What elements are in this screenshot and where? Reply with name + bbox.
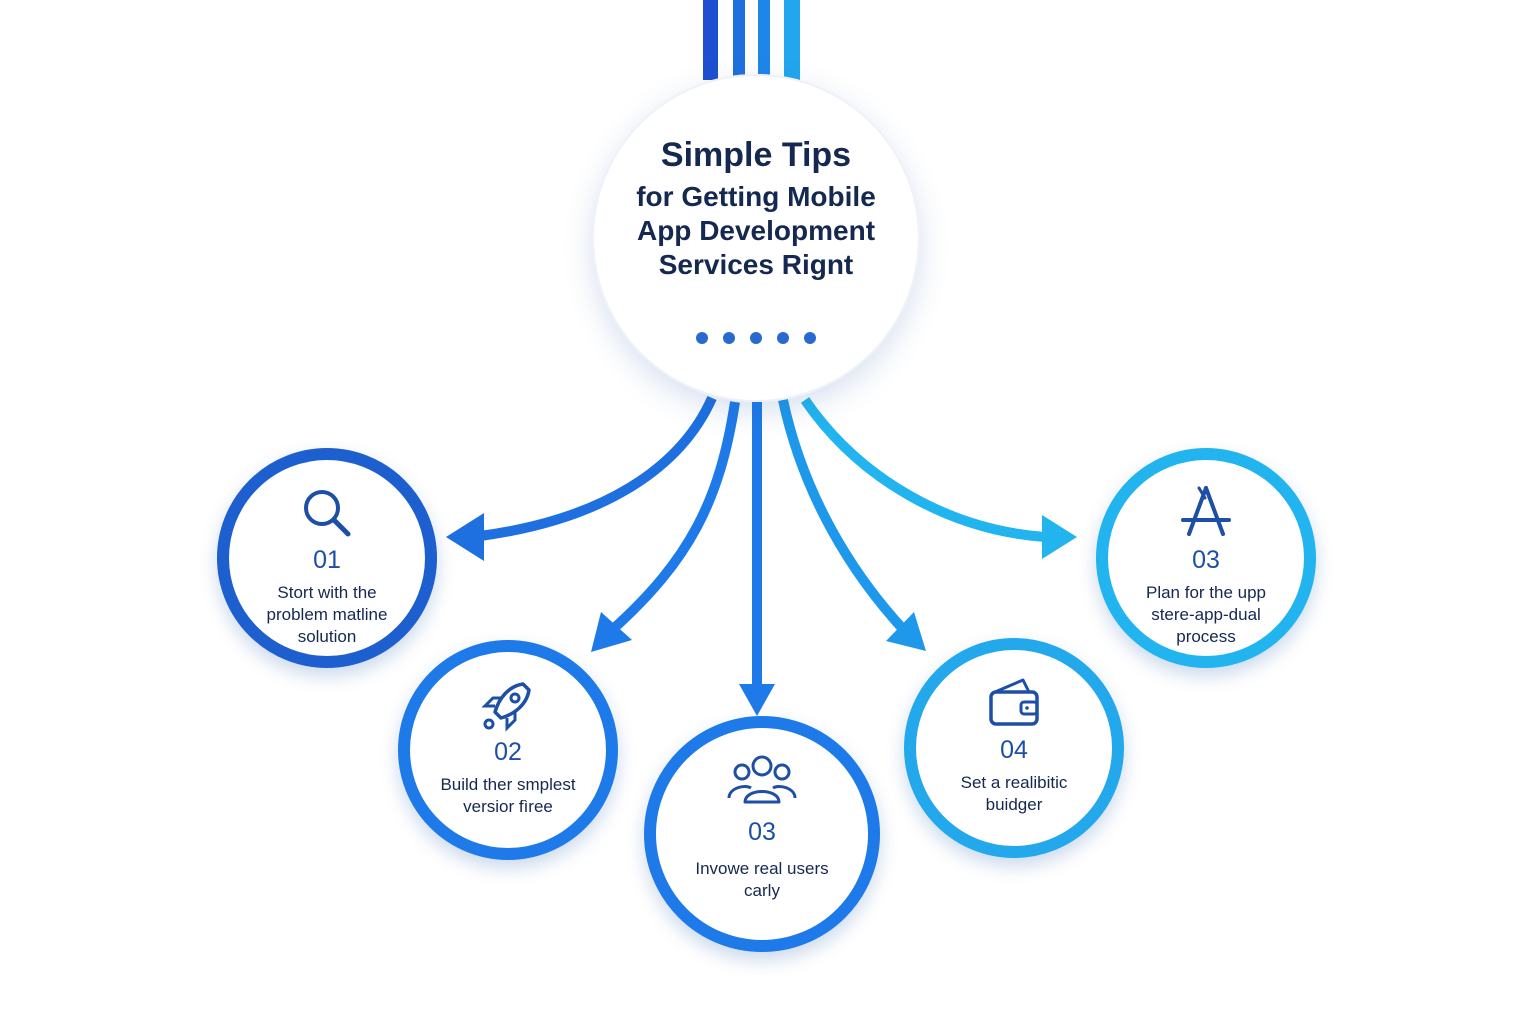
tip-number: 02 — [494, 738, 522, 766]
tip-text: Build ther smplest versior fìree — [440, 775, 576, 816]
dot — [777, 332, 789, 344]
top-stripe — [733, 0, 745, 80]
dot — [696, 332, 708, 344]
arrowhead-05 — [1042, 515, 1077, 559]
tip-text: Plan for the upp stere-app-dual process — [1145, 583, 1267, 646]
hub-title: Simple Tips — [660, 136, 852, 174]
tip-number: 01 — [313, 546, 341, 574]
connector-arrow-05 — [800, 397, 1046, 542]
tip-node-05: 03 Plan for the upp stere-app-dual proce… — [1096, 448, 1316, 668]
arrowhead-01 — [446, 513, 484, 561]
top-stripe — [758, 0, 770, 80]
wallet-icon — [989, 678, 1039, 726]
dot — [750, 332, 762, 344]
hub-subtitle: for Getting Mobile App Development Servi… — [636, 181, 876, 280]
top-stripe — [784, 0, 800, 80]
connector-arrow-04 — [778, 398, 906, 632]
arrowhead-03 — [739, 684, 775, 716]
top-stripe — [703, 0, 718, 80]
search-icon — [304, 490, 351, 537]
tip-number: 04 — [1000, 736, 1028, 764]
tip-text: Invowe real users carly — [695, 859, 829, 900]
dot — [804, 332, 816, 344]
dot — [723, 332, 735, 344]
tip-number: 03 — [1192, 546, 1220, 574]
pagination-dots — [592, 332, 920, 344]
tip-node-01: 01 Stort with the problem matline soluti… — [217, 448, 437, 668]
tip-node-03: 03 Invowe real users carly — [644, 716, 880, 952]
arrowhead-04 — [886, 612, 926, 651]
users-icon — [727, 755, 797, 804]
tip-node-02: 02 Build ther smplest versior fìree — [398, 640, 618, 860]
app-store-icon — [1181, 486, 1231, 536]
tip-text: Set a realibitic buidger — [960, 773, 1068, 814]
tip-text: Stort with the problem matline solution — [266, 583, 388, 646]
arrowhead-02 — [591, 612, 632, 652]
tip-node-04: 04 Set a realibitic buidger — [904, 638, 1124, 858]
hub-circle: Simple Tips for Getting Mobile App Devel… — [592, 74, 920, 402]
connector-arrow-02 — [608, 401, 740, 634]
rocket-icon — [481, 682, 531, 732]
tip-number: 03 — [748, 818, 776, 846]
connector-arrow-01 — [479, 395, 717, 541]
